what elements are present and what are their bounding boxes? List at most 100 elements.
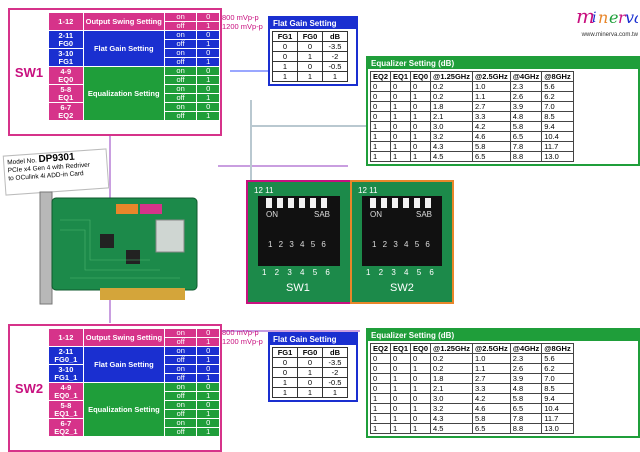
pin-number: 5-8: [60, 84, 72, 94]
equalizer-cell: 0: [410, 373, 432, 384]
pin-signal: FG0_1: [54, 354, 78, 364]
pin-signal: FG0: [58, 38, 74, 48]
equalizer-cell: 0: [369, 101, 392, 112]
equalizer-cell: 0: [410, 81, 432, 92]
column-header: dB: [322, 347, 348, 358]
equalizer-cell: 1: [369, 403, 392, 414]
equalizer-cell: 3.2: [430, 403, 473, 414]
equalizer-cell: 0: [369, 91, 392, 102]
connector-line: [218, 165, 348, 167]
model-label: Model No. DP9301 PCIe x4 Gen 4 with Redr…: [2, 148, 110, 196]
equalizer-cell: 1: [369, 131, 392, 142]
equalizer-cell: 1: [410, 403, 432, 414]
svg-text:va: va: [625, 8, 638, 27]
flat-gain-cell: 1: [272, 387, 298, 398]
equalizer-cell: 4.8: [509, 383, 543, 394]
equalizer-cell: 9.4: [541, 393, 574, 404]
flat-gain-cell: 1: [272, 377, 298, 388]
flat-gain-cell: 0: [272, 357, 298, 368]
flat-gain-cell: -2: [322, 367, 348, 378]
pin-number: 6-7: [60, 418, 72, 428]
equalizer-cell: 4.6: [471, 403, 511, 414]
equalizer-title: Equalizer Setting (dB): [368, 58, 638, 69]
flat-gain-cell: 0: [297, 61, 323, 72]
equalizer-cell: 1: [369, 141, 392, 152]
equalizer-cell: 8.5: [541, 111, 574, 122]
pin-number: 1-12: [58, 332, 74, 342]
column-header: @8GHz: [541, 71, 574, 82]
equalizer-cell: 0: [390, 131, 412, 142]
flat-gain-cell: 1: [297, 387, 323, 398]
equalizer-cell: 0: [390, 121, 412, 132]
equalizer-cell: 13.0: [541, 423, 574, 434]
equalizer-cell: 5.8: [509, 393, 543, 404]
sw1-on-label: ON: [266, 210, 278, 219]
equalizer-cell: 5.6: [541, 353, 574, 364]
sw2-swing-low: 800 mVp-p: [222, 328, 259, 337]
pin-number: 5-8: [60, 400, 72, 410]
pin-signal: FG1: [58, 56, 74, 66]
equalizer-cell: 1: [410, 383, 432, 394]
equalizer-cell: 11.7: [541, 413, 574, 424]
equalizer-cell: 3.0: [430, 121, 473, 132]
pin-number: 4-9: [60, 66, 72, 76]
equalizer-cell: 4.8: [509, 111, 543, 122]
equalizer-cell: 4.3: [430, 141, 473, 152]
flat-gain-title: Flat Gain Setting: [270, 18, 356, 29]
column-header: FG0: [297, 347, 323, 358]
equalizer-cell: 1.1: [471, 363, 511, 374]
equalizer-cell: 4.2: [471, 121, 511, 132]
flat-gain-cell: 0: [297, 377, 323, 388]
sw2-pin-numbers-top: 12 11: [358, 186, 378, 195]
equalizer-cell: 0: [390, 393, 412, 404]
sw2-switch-photo: 12 11 ON SAB 1 2 3 4 5 6 1 2 3 4 5 6 SW2: [350, 180, 454, 304]
equalizer-cell: 0: [369, 363, 392, 374]
equalizer-cell: 0.2: [430, 81, 473, 92]
equalizer-cell: 4.6: [471, 131, 511, 142]
sw2-swing-high: 1200 mVp-p: [222, 337, 263, 346]
pin-number: 1-12: [58, 16, 74, 26]
sw1-photo-label: SW1: [286, 282, 310, 294]
equalizer-cell: 6.5: [471, 423, 511, 434]
sw1-swing-high: 1200 mVp-p: [222, 22, 263, 31]
equalizer-cell: 1.8: [430, 373, 473, 384]
sw1-pin-numbers-mid: 1 2 3 4 5 6: [268, 240, 328, 249]
flat-gain-cell: 0: [272, 41, 298, 52]
equalizer-cell: 3.3: [471, 383, 511, 394]
flat-gain-cell: 1: [272, 71, 298, 82]
flat-gain-cell: 1: [297, 51, 323, 62]
flat-gain-cell: 0: [297, 41, 323, 52]
equalizer-cell: 1.0: [471, 81, 511, 92]
equalizer-cell: 1: [410, 131, 432, 142]
svg-text:n: n: [598, 8, 608, 27]
equalizer-cell: 0: [410, 353, 432, 364]
column-header: FG0: [297, 31, 323, 42]
equalizer-cell: 1: [369, 413, 392, 424]
